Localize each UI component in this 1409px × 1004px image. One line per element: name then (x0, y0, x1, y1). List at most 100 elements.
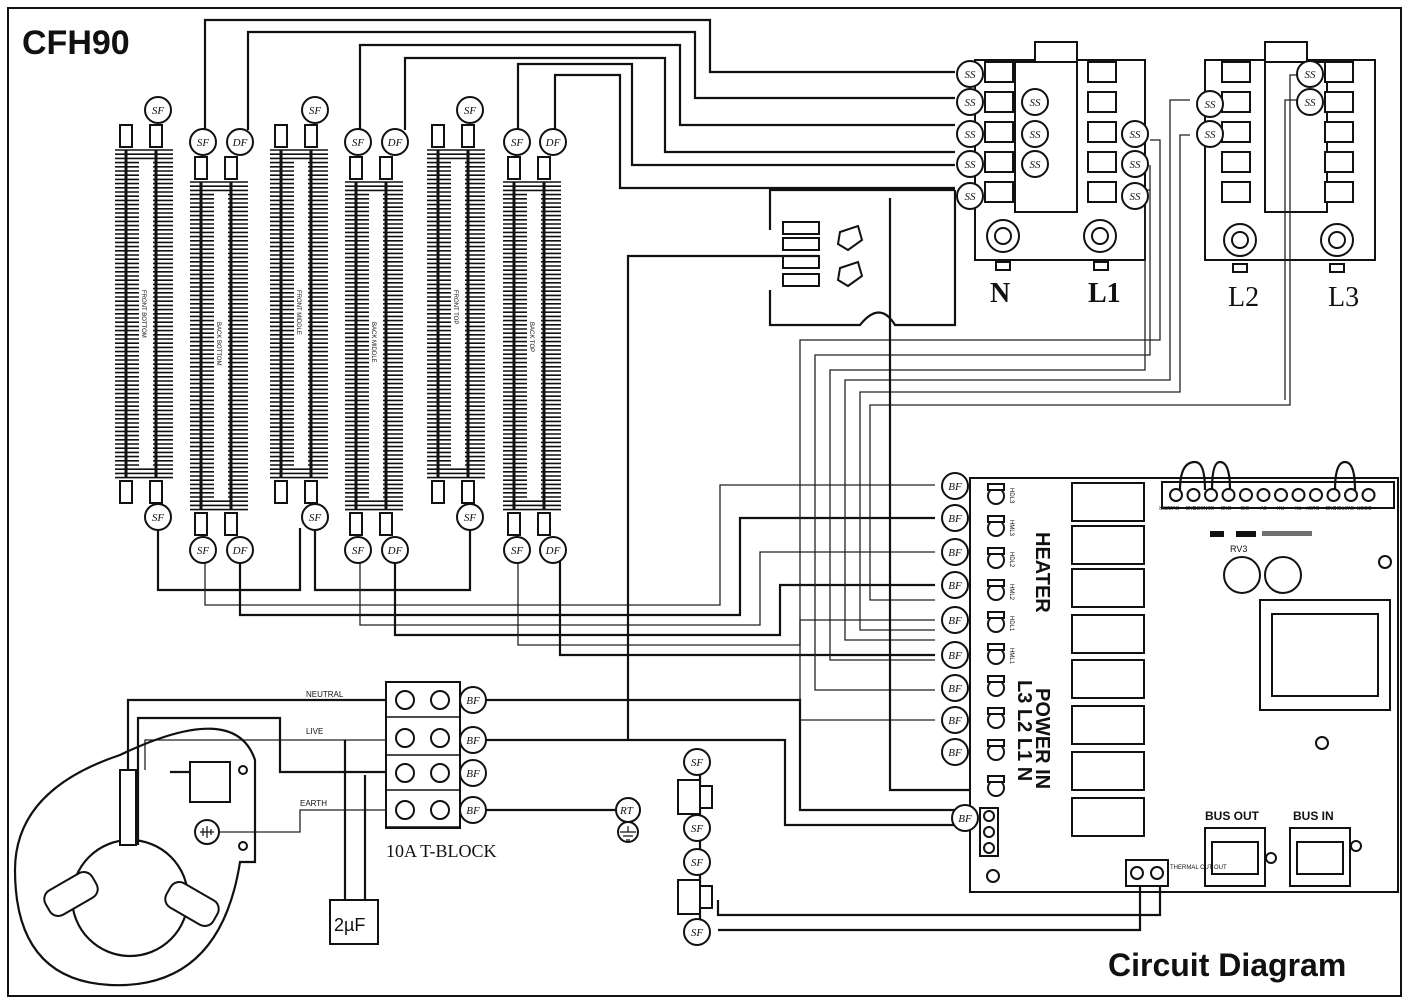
relay-label: HDL1 (1008, 616, 1014, 632)
bf-tag: BF (941, 472, 969, 500)
ss-tag: SS (1121, 150, 1149, 178)
sf-tag-text: SF (691, 823, 704, 835)
terminal-block-n-l1: N L1 (974, 41, 1146, 309)
bf-tag-text: BF (948, 513, 962, 525)
bf-tag: BF (459, 686, 487, 714)
diagram-caption: Circuit Diagram (1108, 947, 1346, 983)
bf-tag-text: BF (948, 715, 962, 727)
model-title: CFH90 (22, 24, 130, 62)
element-label: FRONT MIDDLE (295, 290, 301, 335)
header-pin-label: GND (1325, 504, 1337, 510)
ss-tag: SS (956, 182, 984, 210)
sf-tag-text: SF (197, 137, 210, 149)
df-tag-text: DF (545, 137, 561, 149)
ss-tag: SS (956, 150, 984, 178)
header-pin-label: DOOR (1356, 504, 1371, 510)
bf-tag: BF (941, 571, 969, 599)
thermal-cutouts (677, 770, 1162, 935)
sf-tag-text: SF (511, 137, 524, 149)
bf-tag: BF (941, 674, 969, 702)
sf-tag-text: SF (152, 105, 165, 117)
bf-tag: BF (941, 706, 969, 734)
sf-tag: SF (683, 814, 711, 842)
sf-tag-text: SF (691, 857, 704, 869)
sf-tag-text: SF (464, 512, 477, 524)
sf-tag: SF (456, 503, 484, 531)
bf-tag-text: BF (466, 768, 480, 780)
heating-element: BACK MIDDLE (345, 156, 403, 536)
terminal-label-l1: L1 (1088, 278, 1121, 309)
heater-label: HEATER (1031, 532, 1053, 613)
header-pin-label: SIG (1240, 504, 1249, 510)
header-pin-label: TX (1294, 504, 1301, 510)
thermostat-switches (626, 188, 957, 740)
sf-tag: SF (683, 918, 711, 946)
element-bottom-wiring (156, 484, 935, 657)
rt-earth-terminal: RT (615, 797, 641, 843)
bf-tag-text: BF (948, 580, 962, 592)
df-tag-text: DF (387, 137, 403, 149)
heating-element: BACK BOTTOM (190, 156, 248, 536)
ss-tag-text: SS (965, 69, 977, 81)
terminal-label-l2: L2 (1228, 282, 1259, 313)
bf-tag-text: BF (948, 650, 962, 662)
df-tag-text: DF (545, 545, 561, 557)
sf-tag: SF (456, 96, 484, 124)
sf-tag: SF (144, 96, 172, 124)
ss-tag: SS (956, 120, 984, 148)
df-tag: DF (381, 128, 409, 156)
heating-element: BACK TOP (503, 156, 561, 536)
relay-label: HDL3 (1008, 488, 1014, 504)
header-pin-label: RX (1276, 504, 1284, 510)
sf-tag: SF (301, 96, 329, 124)
ss-tag-text: SS (965, 191, 977, 203)
bf-tag: BF (941, 538, 969, 566)
ss-tag: SS (956, 60, 984, 88)
rv-label: RV3 (1230, 544, 1247, 554)
live-wire-label: LIVE (306, 727, 323, 736)
header-pin-label: SENSOR (1192, 504, 1214, 510)
sf-tag: SF (189, 128, 217, 156)
sf-tag-text: SF (309, 105, 322, 117)
bf-tag-text: BF (466, 735, 480, 747)
ss-tag-text: SS (965, 159, 977, 171)
ss-tag: SS (1296, 60, 1324, 88)
sf-tag: SF (344, 128, 372, 156)
element-label: BACK TOP (528, 322, 534, 352)
header-pin-label: GND (1185, 504, 1197, 510)
ss-tag: SS (1021, 88, 1049, 116)
sf-tag: SF (503, 536, 531, 564)
bf-tag: BF (941, 641, 969, 669)
sf-tag: SF (683, 848, 711, 876)
sf-tag: SF (503, 128, 531, 156)
header-pin-label: 5V (1260, 504, 1267, 510)
bf-tag-text: BF (948, 615, 962, 627)
df-tag: DF (539, 128, 567, 156)
bf-tag: BF (459, 726, 487, 754)
ss-tag: SS (1121, 120, 1149, 148)
heating-element: FRONT TOP (427, 124, 485, 504)
sf-tag-text: SF (152, 512, 165, 524)
sf-tag-text: SF (352, 137, 365, 149)
ss-tag-text: SS (1305, 69, 1317, 81)
heating-element: FRONT MIDDLE (270, 124, 328, 504)
sf-tag-text: SF (691, 757, 704, 769)
ss-tag: SS (956, 88, 984, 116)
relay-label: HDL2 (1008, 552, 1014, 568)
ss-tag-text: SS (1030, 159, 1042, 171)
header-pin-label: SWITCH (1334, 504, 1354, 510)
element-label: FRONT TOP (452, 290, 458, 324)
sf-tag-text: SF (511, 545, 524, 557)
bf-tag-text: BF (948, 747, 962, 759)
header-pin-label: BUZZER (1159, 504, 1179, 510)
bf-tag-text: BF (958, 813, 972, 825)
sf-tag-text: SF (352, 545, 365, 557)
sf-tag: SF (301, 503, 329, 531)
bus-in-label: BUS IN (1293, 809, 1334, 823)
element-label: BACK MIDDLE (370, 322, 376, 363)
bf-tag: BF (941, 606, 969, 634)
